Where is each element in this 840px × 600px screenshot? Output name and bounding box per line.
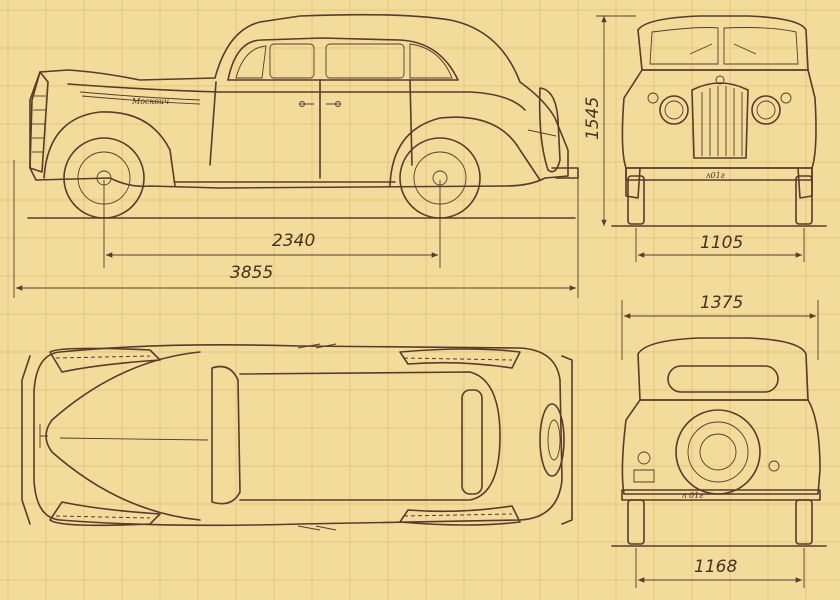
- side-dimensions: [13, 160, 579, 298]
- front-view: ʌ01ƨ: [611, 15, 827, 227]
- side-script-badge: Москвич: [131, 97, 169, 106]
- rear-track-dimension: 1168: [694, 557, 737, 577]
- overall-width-dimension: 1375: [700, 293, 743, 313]
- rear-view: ʌ 01ƨ: [611, 337, 827, 547]
- height-dimension: 1545: [583, 97, 603, 140]
- top-view: [21, 343, 573, 531]
- side-view: Москвич: [27, 13, 579, 219]
- overall-length-dimension: 3855: [230, 263, 273, 283]
- front-plate: ʌ01ƨ: [706, 171, 725, 180]
- rear-plate: ʌ 01ƨ: [682, 491, 703, 500]
- rear-dimensions: [621, 300, 819, 588]
- front-track-dimension: 1105: [700, 233, 743, 253]
- wheelbase-dimension: 2340: [272, 231, 315, 251]
- front-dimensions: [596, 15, 805, 262]
